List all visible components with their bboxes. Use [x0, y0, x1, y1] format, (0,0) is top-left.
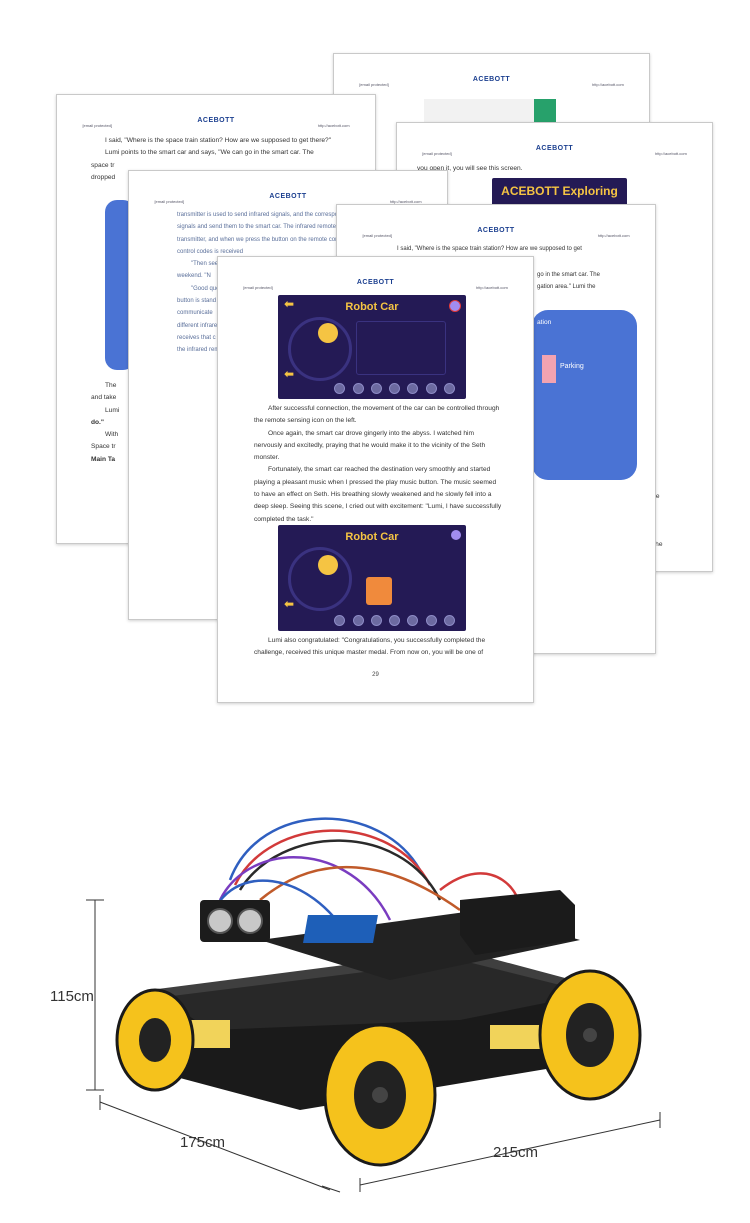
left-arrow-icon: ⬅	[284, 367, 295, 381]
left-arrow-icon: ⬅	[284, 597, 295, 611]
page-body-1: After successful connection, the movemen…	[254, 405, 502, 523]
joystick-ring	[288, 317, 352, 381]
parking-map-graphic	[532, 310, 637, 480]
joystick-knob	[318, 323, 338, 343]
wheel-front-left	[115, 988, 195, 1092]
page-header: [email protected] ACEBOTT http://acebott…	[422, 145, 687, 156]
page-header: [email protected] ACEBOTT http://acebott…	[359, 76, 624, 87]
robot-car-svg	[86, 817, 661, 1193]
music-popup	[366, 577, 392, 605]
length-dimension-label: 215cm	[493, 1144, 539, 1161]
function-toolbar	[331, 613, 459, 627]
app-title: Robot Car	[345, 531, 399, 543]
function-toolbar	[331, 381, 459, 395]
robot-car-app-screenshot-2: Robot Car ⬅	[278, 525, 466, 631]
dimension-lines	[86, 899, 661, 1193]
controller-board	[303, 915, 378, 943]
page-header: [email protected] ACEBOTT http://acebott…	[154, 193, 422, 204]
parking-spot	[542, 355, 556, 383]
page-text-line: you open it, you will see this screen.	[417, 165, 523, 172]
width-dimension-label: 175cm	[180, 1134, 226, 1151]
wire-bundle	[208, 817, 523, 941]
robot-car-illustration	[60, 790, 700, 1200]
motor-right	[490, 1025, 540, 1049]
back-arrow-icon: ⬅	[284, 297, 295, 311]
robot-car-app-screenshot-1: Robot Car ⬅ ⬅	[278, 295, 466, 399]
battery-box	[460, 890, 575, 955]
page-number: 29	[372, 672, 379, 678]
document-page-front: [email protected] ACEBOTT http://acebott…	[217, 256, 534, 703]
wheel-rear-right	[538, 969, 642, 1101]
joystick-knob	[318, 555, 338, 575]
connect-icon	[451, 530, 461, 540]
control-pad-area	[356, 321, 446, 375]
acebott-logo: ACEBOTT	[472, 76, 511, 83]
app-title: Robot Car	[345, 301, 399, 313]
parking-label: Parking	[560, 363, 584, 370]
green-panel	[534, 99, 556, 129]
wheel-front-right	[323, 1023, 437, 1167]
page-header: [email protected] ACEBOTT http://acebott…	[82, 117, 350, 128]
height-dimension-label: 115cm	[50, 988, 94, 1005]
connect-icon	[449, 300, 461, 312]
page-body-2: Lumi also congratulated: "Congratulation…	[254, 637, 486, 657]
joystick-ring	[288, 547, 352, 611]
page-header: [email protected] ACEBOTT http://acebott…	[362, 227, 630, 238]
page-header: [email protected] ACEBOTT http://acebott…	[243, 279, 508, 290]
